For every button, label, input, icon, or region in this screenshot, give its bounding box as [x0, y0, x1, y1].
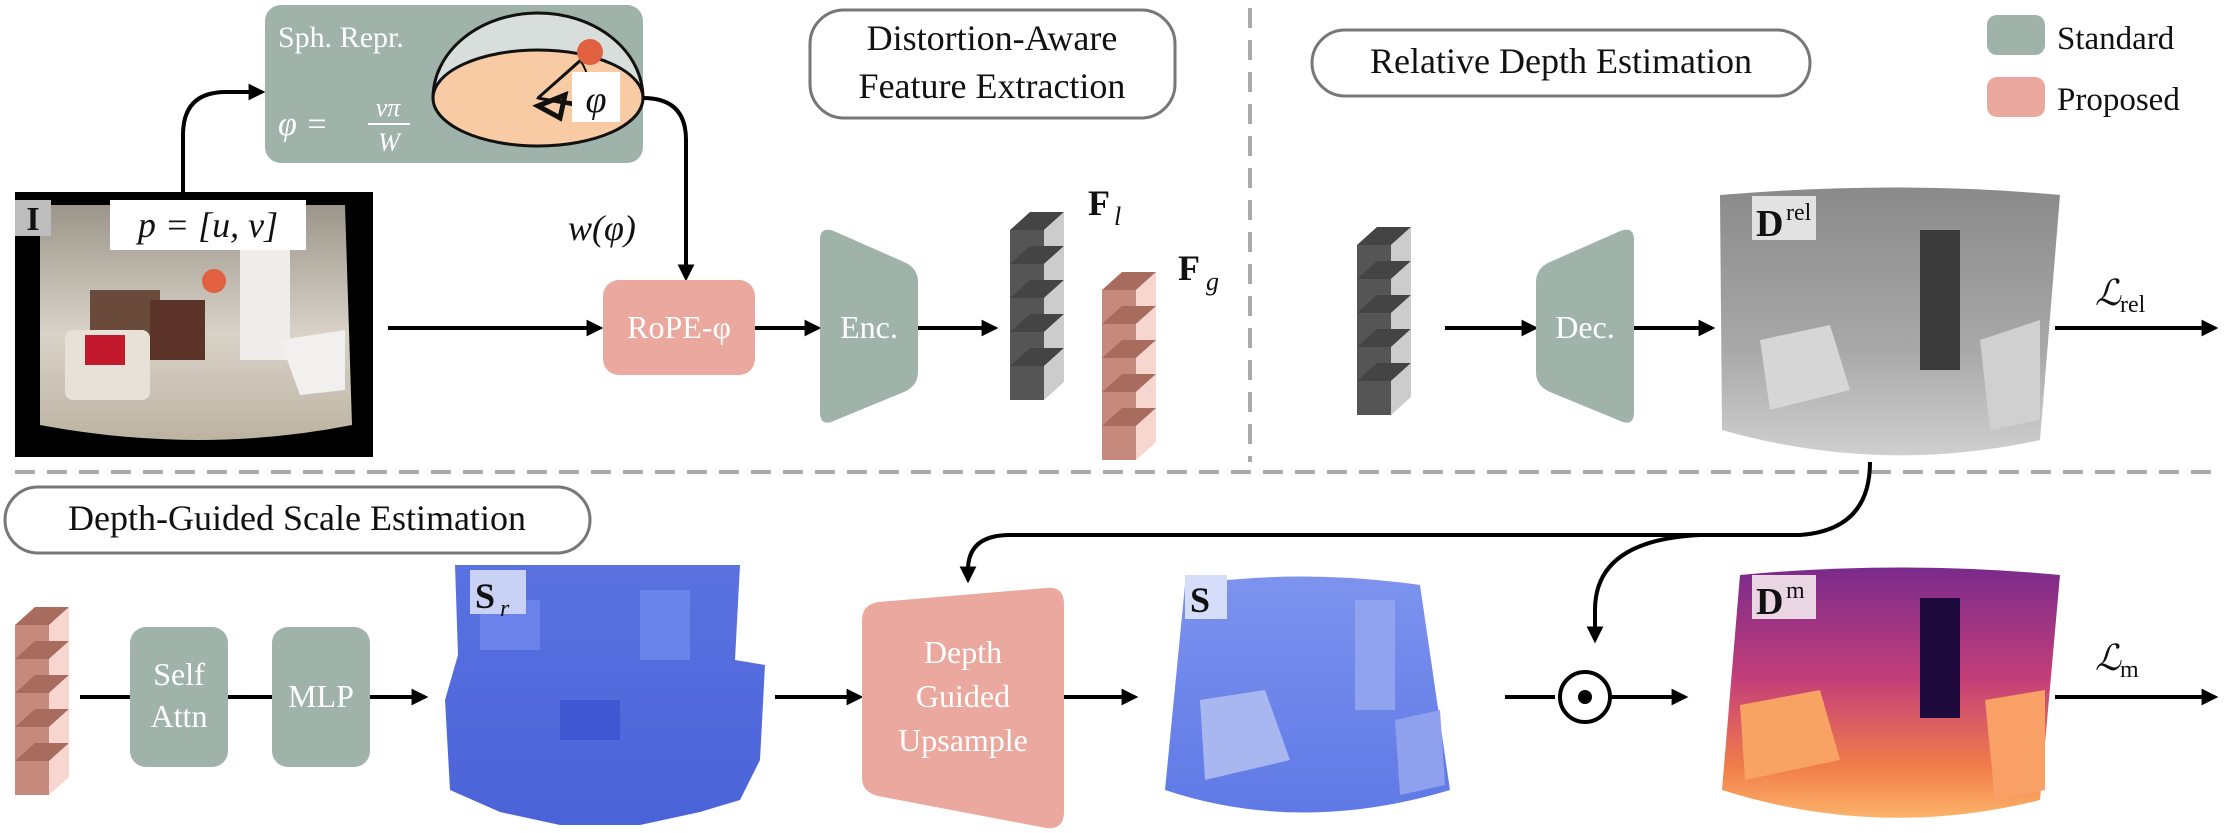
pixel-point-icon	[202, 269, 226, 293]
upsample-block: Depth Guided Upsample	[862, 587, 1064, 829]
mlp-label: MLP	[288, 678, 354, 714]
feature-stack-rel	[1357, 227, 1411, 415]
encoder-label: Enc.	[840, 309, 898, 345]
depth-metric-map: D m	[1722, 567, 2060, 818]
section-feature-extraction: Distortion-Aware Feature Extraction	[808, 8, 1177, 120]
legend: Standard Proposed	[1987, 15, 2180, 118]
sr-subscript: r	[500, 596, 510, 622]
drel-label: D	[1756, 203, 1783, 245]
rope-label: RoPE-φ	[627, 309, 731, 345]
fl-label: F	[1088, 183, 1110, 223]
self-attn-block: Self Attn	[130, 627, 228, 767]
loss-m-label: ℒ	[2095, 638, 2122, 678]
upsample-line2: Guided	[916, 678, 1010, 714]
sph-angle-label: φ	[585, 79, 606, 121]
hemisphere-icon: φ	[431, 11, 645, 148]
loss-rel-label: ℒ	[2095, 273, 2122, 313]
section-feature-line1: Distortion-Aware	[867, 18, 1118, 58]
loss-rel-subscript: rel	[2120, 292, 2146, 318]
feature-stack-scale	[15, 607, 69, 795]
section-relative-depth: Relative Depth Estimation	[1310, 28, 1812, 98]
s-label: S	[1190, 580, 1210, 620]
sph-eq-lhs: φ =	[278, 106, 328, 143]
fl-subscript: l	[1114, 202, 1121, 231]
sr-label: S	[475, 576, 495, 616]
input-image: I p = [u, v]	[15, 192, 373, 457]
section-scale-estimation: Depth-Guided Scale Estimation	[3, 485, 592, 555]
mlp-block: MLP	[272, 627, 370, 767]
drel-superscript: rel	[1786, 200, 1812, 226]
self-attn-line1: Self	[153, 656, 205, 692]
rope-block: RoPE-φ	[603, 280, 755, 375]
fg-subscript: g	[1206, 267, 1219, 296]
feature-stack-fg	[1102, 272, 1156, 460]
decoder-label: Dec.	[1555, 309, 1615, 345]
loss-m-subscript: m	[2120, 657, 2139, 683]
dm-label: D	[1756, 581, 1783, 623]
pixel-coord-label: p = [u, v]	[135, 205, 278, 245]
sphere-point-icon	[577, 39, 603, 65]
input-label: I	[26, 201, 39, 238]
scale-s-map: S	[1165, 575, 1450, 813]
section-feature-line2: Feature Extraction	[859, 66, 1126, 106]
scale-sr-map: S r	[445, 565, 765, 825]
sph-repr-title: Sph. Repr.	[278, 21, 404, 54]
dm-superscript: m	[1786, 578, 1805, 604]
sph-repr-box: Sph. Repr. φ = vπ W φ	[265, 5, 645, 163]
legend-proposed-swatch	[1987, 77, 2045, 117]
upsample-line3: Upsample	[898, 722, 1028, 758]
weight-label: w(φ)	[568, 208, 636, 248]
sph-eq-num: vπ	[376, 93, 402, 122]
legend-standard-label: Standard	[2057, 21, 2175, 57]
elementwise-product-icon	[1558, 670, 1612, 724]
section-relative-label: Relative Depth Estimation	[1370, 41, 1752, 81]
fg-label: F	[1178, 248, 1200, 288]
self-attn-line2: Attn	[151, 698, 208, 734]
sph-eq-den: W	[378, 128, 402, 157]
feature-stack-fl	[1010, 212, 1064, 400]
encoder-block: Enc.	[820, 229, 918, 423]
section-scale-label: Depth-Guided Scale Estimation	[68, 498, 526, 538]
legend-standard-swatch	[1987, 15, 2045, 55]
legend-proposed-label: Proposed	[2057, 82, 2180, 118]
depth-rel-map: D rel	[1720, 187, 2060, 456]
upsample-line1: Depth	[924, 634, 1002, 670]
decoder-block: Dec.	[1536, 229, 1634, 423]
